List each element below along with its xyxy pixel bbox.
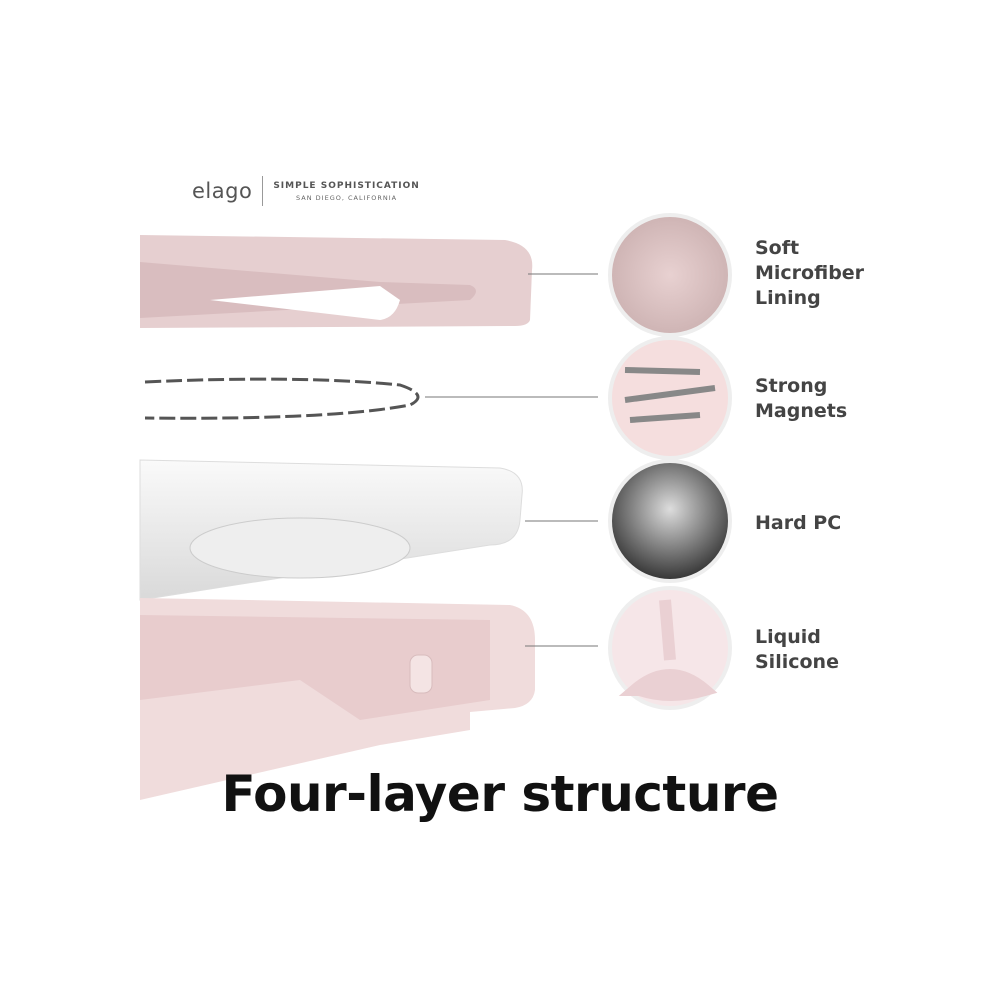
microfiber-circle — [608, 213, 732, 337]
magnet-ring — [144, 377, 420, 420]
label-line: Strong — [755, 375, 828, 397]
label-line: Soft — [755, 237, 800, 259]
divider — [262, 176, 264, 206]
brand-tagline: SIMPLE SOPHISTICATION — [273, 180, 420, 191]
label-line: Silicone — [755, 651, 839, 673]
label-line: Magnets — [755, 400, 848, 422]
label-hard-pc: Hard PC — [755, 511, 841, 536]
elago-logo: elago — [192, 179, 253, 203]
label-line: Hard PC — [755, 512, 842, 534]
brand-header: elago SIMPLE SOPHISTICATION SAN DIEGO, C… — [192, 176, 420, 206]
label-line: Microfiber — [755, 262, 865, 284]
label-line: Lining — [755, 287, 821, 309]
label-microfiber: Soft Microfiber Lining — [755, 236, 864, 311]
microfiber-layer — [140, 235, 533, 328]
label-magnets: Strong Magnets — [755, 374, 847, 424]
clear-pc-layer — [139, 459, 523, 601]
label-silicone: Liquid Silicone — [755, 625, 839, 675]
brand-location: SAN DIEGO, CALIFORNIA — [296, 193, 398, 202]
page-title: Four-layer structure — [221, 765, 779, 823]
hard-pc-circle — [608, 459, 732, 583]
label-line: Liquid — [755, 626, 821, 648]
silicone-layer — [140, 598, 535, 800]
